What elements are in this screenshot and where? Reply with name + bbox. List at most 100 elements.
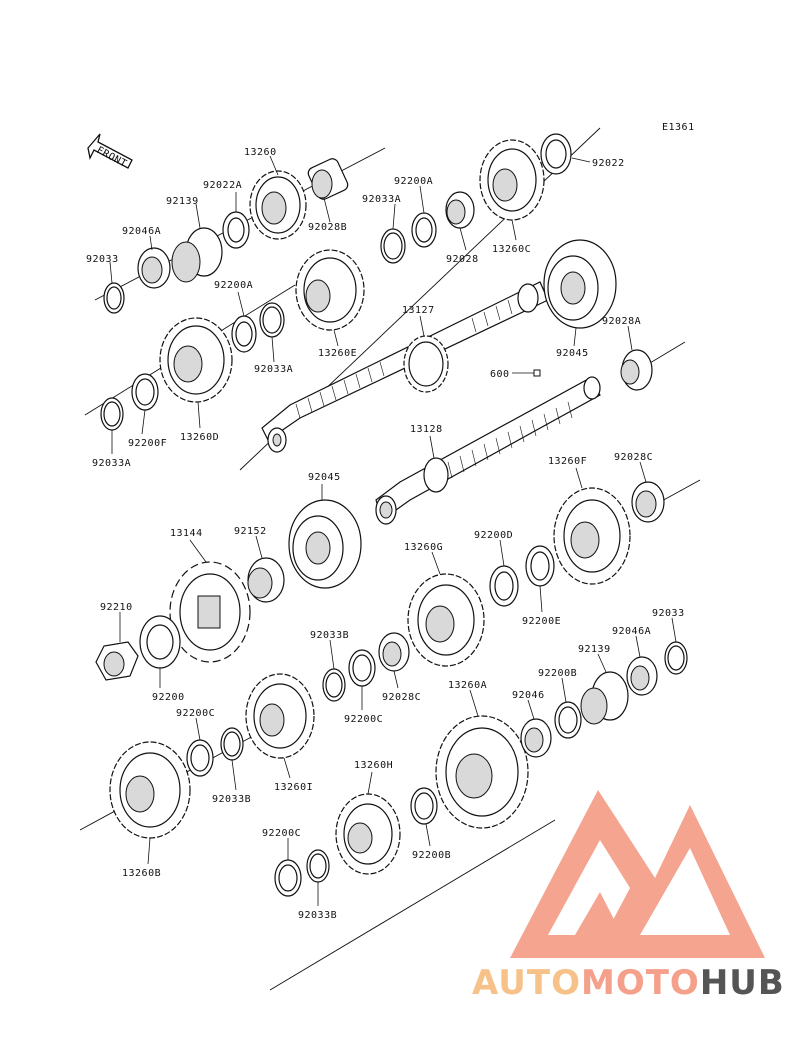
circlip-92033B-left (220, 727, 244, 761)
needle-bearing-92046 (520, 718, 552, 758)
washer-92200B-top (554, 701, 582, 739)
bushing-92139 (171, 227, 223, 283)
watermark-text: AUTOMOTOHUB (472, 963, 785, 1003)
ball-bearing-92045-mid (288, 499, 362, 589)
label-13260C: 13260C (492, 244, 531, 255)
gear-13127 (403, 335, 449, 393)
label-13260A: 13260A (448, 680, 487, 691)
washer-92022A (222, 211, 250, 249)
label-92200C-left: 92200C (176, 708, 215, 719)
bushing-92028A (620, 349, 653, 391)
label-92033-right: 92033 (652, 608, 685, 619)
circlip-92033A-top (380, 228, 406, 264)
circlip-92033-right (664, 641, 688, 675)
label-92200A-mid: 92200A (214, 280, 253, 291)
washer-92200C-mid (348, 649, 376, 687)
needle-bearing-92028B (307, 158, 349, 200)
label-92033A-top: 92033A (362, 194, 401, 205)
label-13260I: 13260I (274, 782, 313, 793)
svg-text:AUTOMOTOHUB: AUTOMOTOHUB (472, 963, 785, 1003)
label-600: 600 (490, 369, 510, 380)
label-13260D: 13260D (180, 432, 219, 443)
label-92033A-low: 92033A (92, 458, 131, 469)
label-13144: 13144 (170, 528, 203, 539)
washer-92022 (540, 133, 572, 175)
label-13260G: 13260G (404, 542, 443, 553)
needle-bearing-92028C-mid (378, 632, 410, 672)
label-92152: 92152 (234, 526, 267, 537)
nut-92210 (95, 641, 139, 681)
diagram-code: E1361 (662, 122, 695, 133)
label-92210: 92210 (100, 602, 133, 613)
gear-13260E (295, 249, 365, 331)
washer-92200A-top (411, 212, 437, 248)
gear-13260B (109, 741, 191, 839)
ball-bearing-92045-top (543, 239, 617, 329)
label-92200C-low: 92200C (262, 828, 301, 839)
label-92022A: 92022A (203, 180, 242, 191)
washer-92200C-low (274, 859, 302, 897)
marker-600 (533, 369, 541, 377)
label-92046A-top: 92046A (122, 226, 161, 237)
gear-13260G (407, 573, 485, 667)
circlip-92033A-low (100, 397, 124, 431)
label-13260B: 13260B (122, 868, 161, 879)
needle-bearing-92046A-right (626, 656, 658, 696)
gear-13260C (479, 139, 545, 221)
label-92033B-low: 92033B (298, 910, 337, 921)
label-92028-top: 92028 (446, 254, 479, 265)
label-92200B-low: 92200B (412, 850, 451, 861)
label-92046: 92046 (512, 690, 545, 701)
label-92028C-right: 92028C (614, 452, 653, 463)
circlip-92033-top (103, 282, 125, 314)
washer-92200 (139, 615, 181, 669)
label-92139-right: 92139 (578, 644, 611, 655)
label-92033A-mid: 92033A (254, 364, 293, 375)
label-92045-top: 92045 (556, 348, 589, 359)
label-13128: 13128 (410, 424, 443, 435)
label-92200F: 92200F (128, 438, 167, 449)
label-92200A-top: 92200A (394, 176, 433, 187)
front-arrow-icon: FRONT (87, 133, 133, 170)
washer-92200A-mid (231, 315, 257, 353)
label-92200D: 92200D (474, 530, 513, 541)
watermark-part-moto: MOTO (581, 963, 700, 1003)
needle-bearing-92046A-top (137, 247, 171, 289)
watermark-logo-icon (510, 790, 765, 958)
label-92028C-mid: 92028C (382, 692, 421, 703)
gear-13260D (159, 317, 233, 403)
bushing-92028 (445, 191, 475, 229)
label-92033B-left: 92033B (212, 794, 251, 805)
watermark-part-auto: AUTO (472, 963, 581, 1003)
washer-92200D (489, 565, 519, 607)
needle-bearing-92028C-right (631, 481, 665, 523)
watermark-part-hub: HUB (700, 963, 785, 1003)
label-92046A-right: 92046A (612, 626, 651, 637)
part-labels: 13260 92022A 92139 92046A 92033 92028B 9… (86, 147, 685, 921)
label-13260E: 13260E (318, 348, 357, 359)
label-92139-top: 92139 (166, 196, 199, 207)
circlip-92033B-mid (322, 668, 346, 702)
gear-13260F (553, 487, 631, 585)
label-92022: 92022 (592, 158, 625, 169)
washer-92200F (131, 373, 159, 411)
washer-92200E (525, 545, 555, 587)
label-92028A: 92028A (602, 316, 641, 327)
label-13260F: 13260F (548, 456, 587, 467)
circlip-92033A-mid (259, 302, 285, 338)
label-92028B: 92028B (308, 222, 347, 233)
label-92200B-top: 92200B (538, 668, 577, 679)
shaft-13128 (375, 376, 601, 525)
washer-92200B-low (410, 787, 438, 825)
bushing-92139-right (580, 671, 629, 725)
label-13260: 13260 (244, 147, 277, 158)
gear-13260A (435, 715, 529, 829)
sprocket-13144 (169, 561, 251, 663)
washer-92200C-left (186, 739, 214, 777)
label-92033-top: 92033 (86, 254, 119, 265)
collar-92152 (247, 557, 285, 603)
label-13260H: 13260H (354, 760, 393, 771)
label-92045-mid: 92045 (308, 472, 341, 483)
circlip-92033B-low (306, 849, 330, 883)
